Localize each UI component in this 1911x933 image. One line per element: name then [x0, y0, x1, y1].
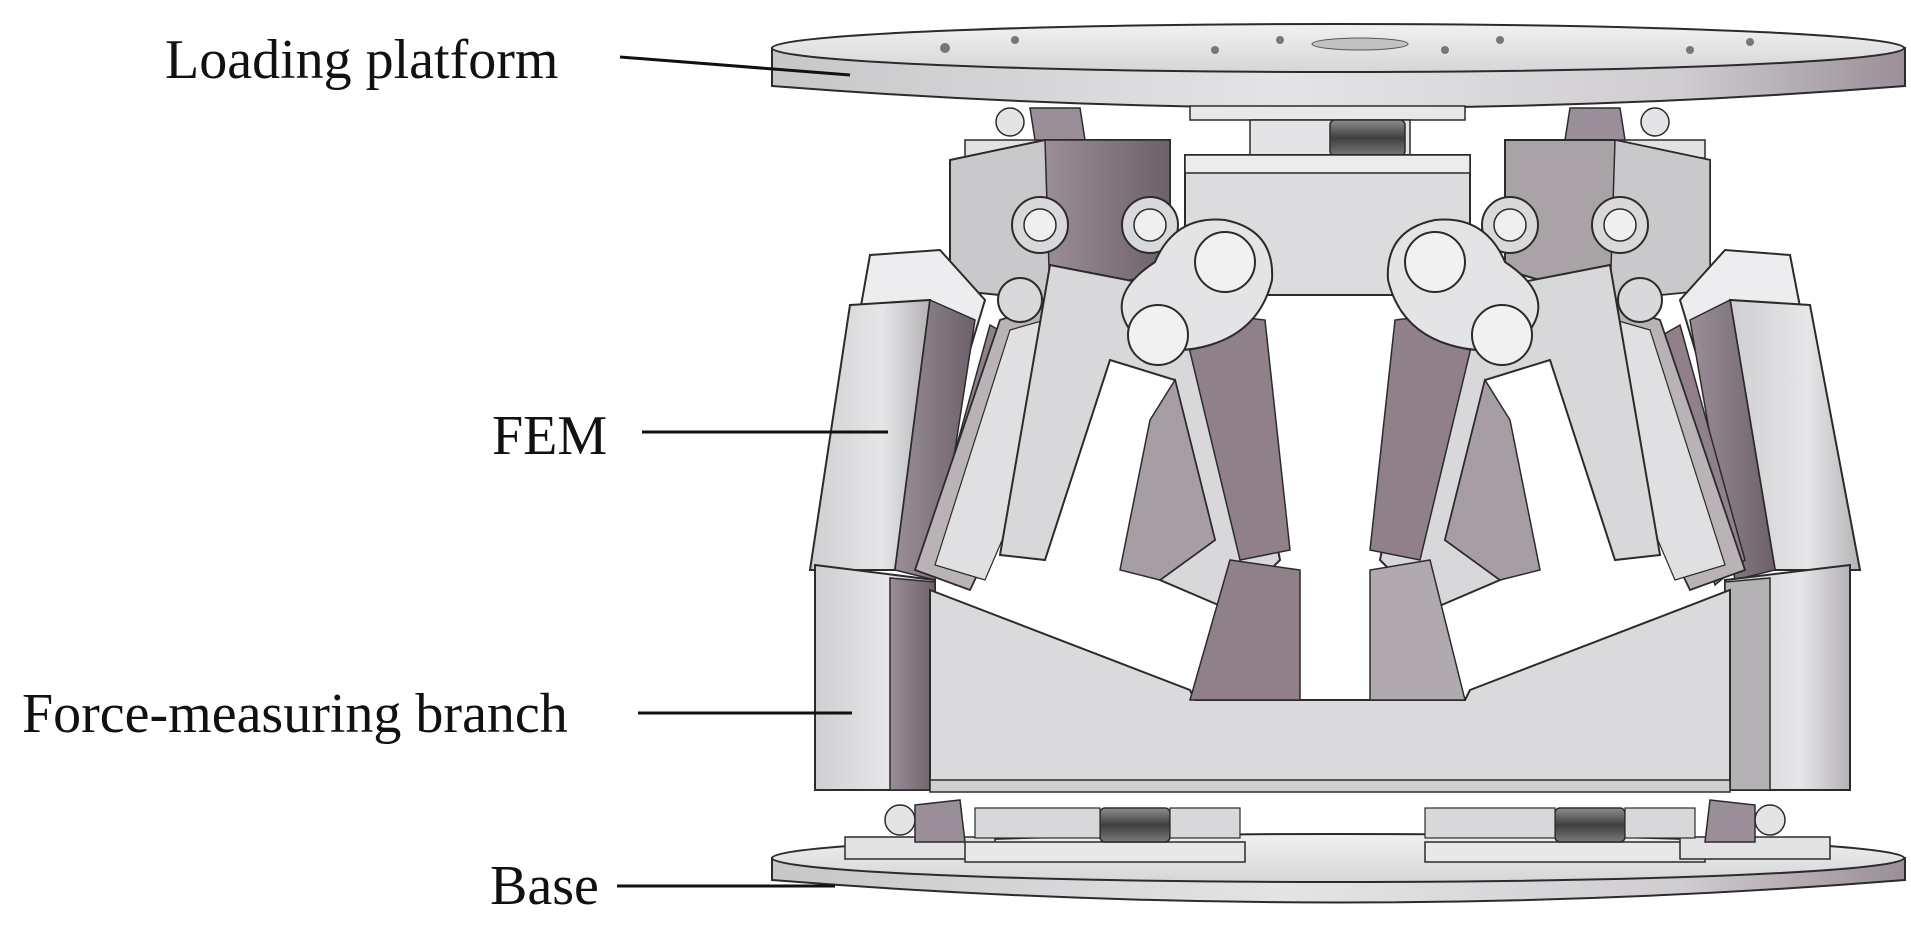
label-force-measuring-branch: Force-measuring branch [22, 683, 568, 745]
inner-flexures-left [913, 263, 1291, 612]
label-fem: FEM [492, 405, 608, 467]
force-measuring-branch-block [814, 559, 1851, 793]
leader-loading-platform [619, 55, 851, 77]
pin-joints [997, 196, 1663, 323]
base-plate [771, 799, 1906, 904]
link-plates [1120, 218, 1540, 366]
upper-side-blocks [949, 139, 1711, 302]
loading-platform-plate [771, 23, 1906, 159]
label-base: Base [490, 855, 599, 917]
inner-flexures-right [1369, 263, 1747, 612]
label-loading-platform: Loading platform [165, 29, 559, 91]
